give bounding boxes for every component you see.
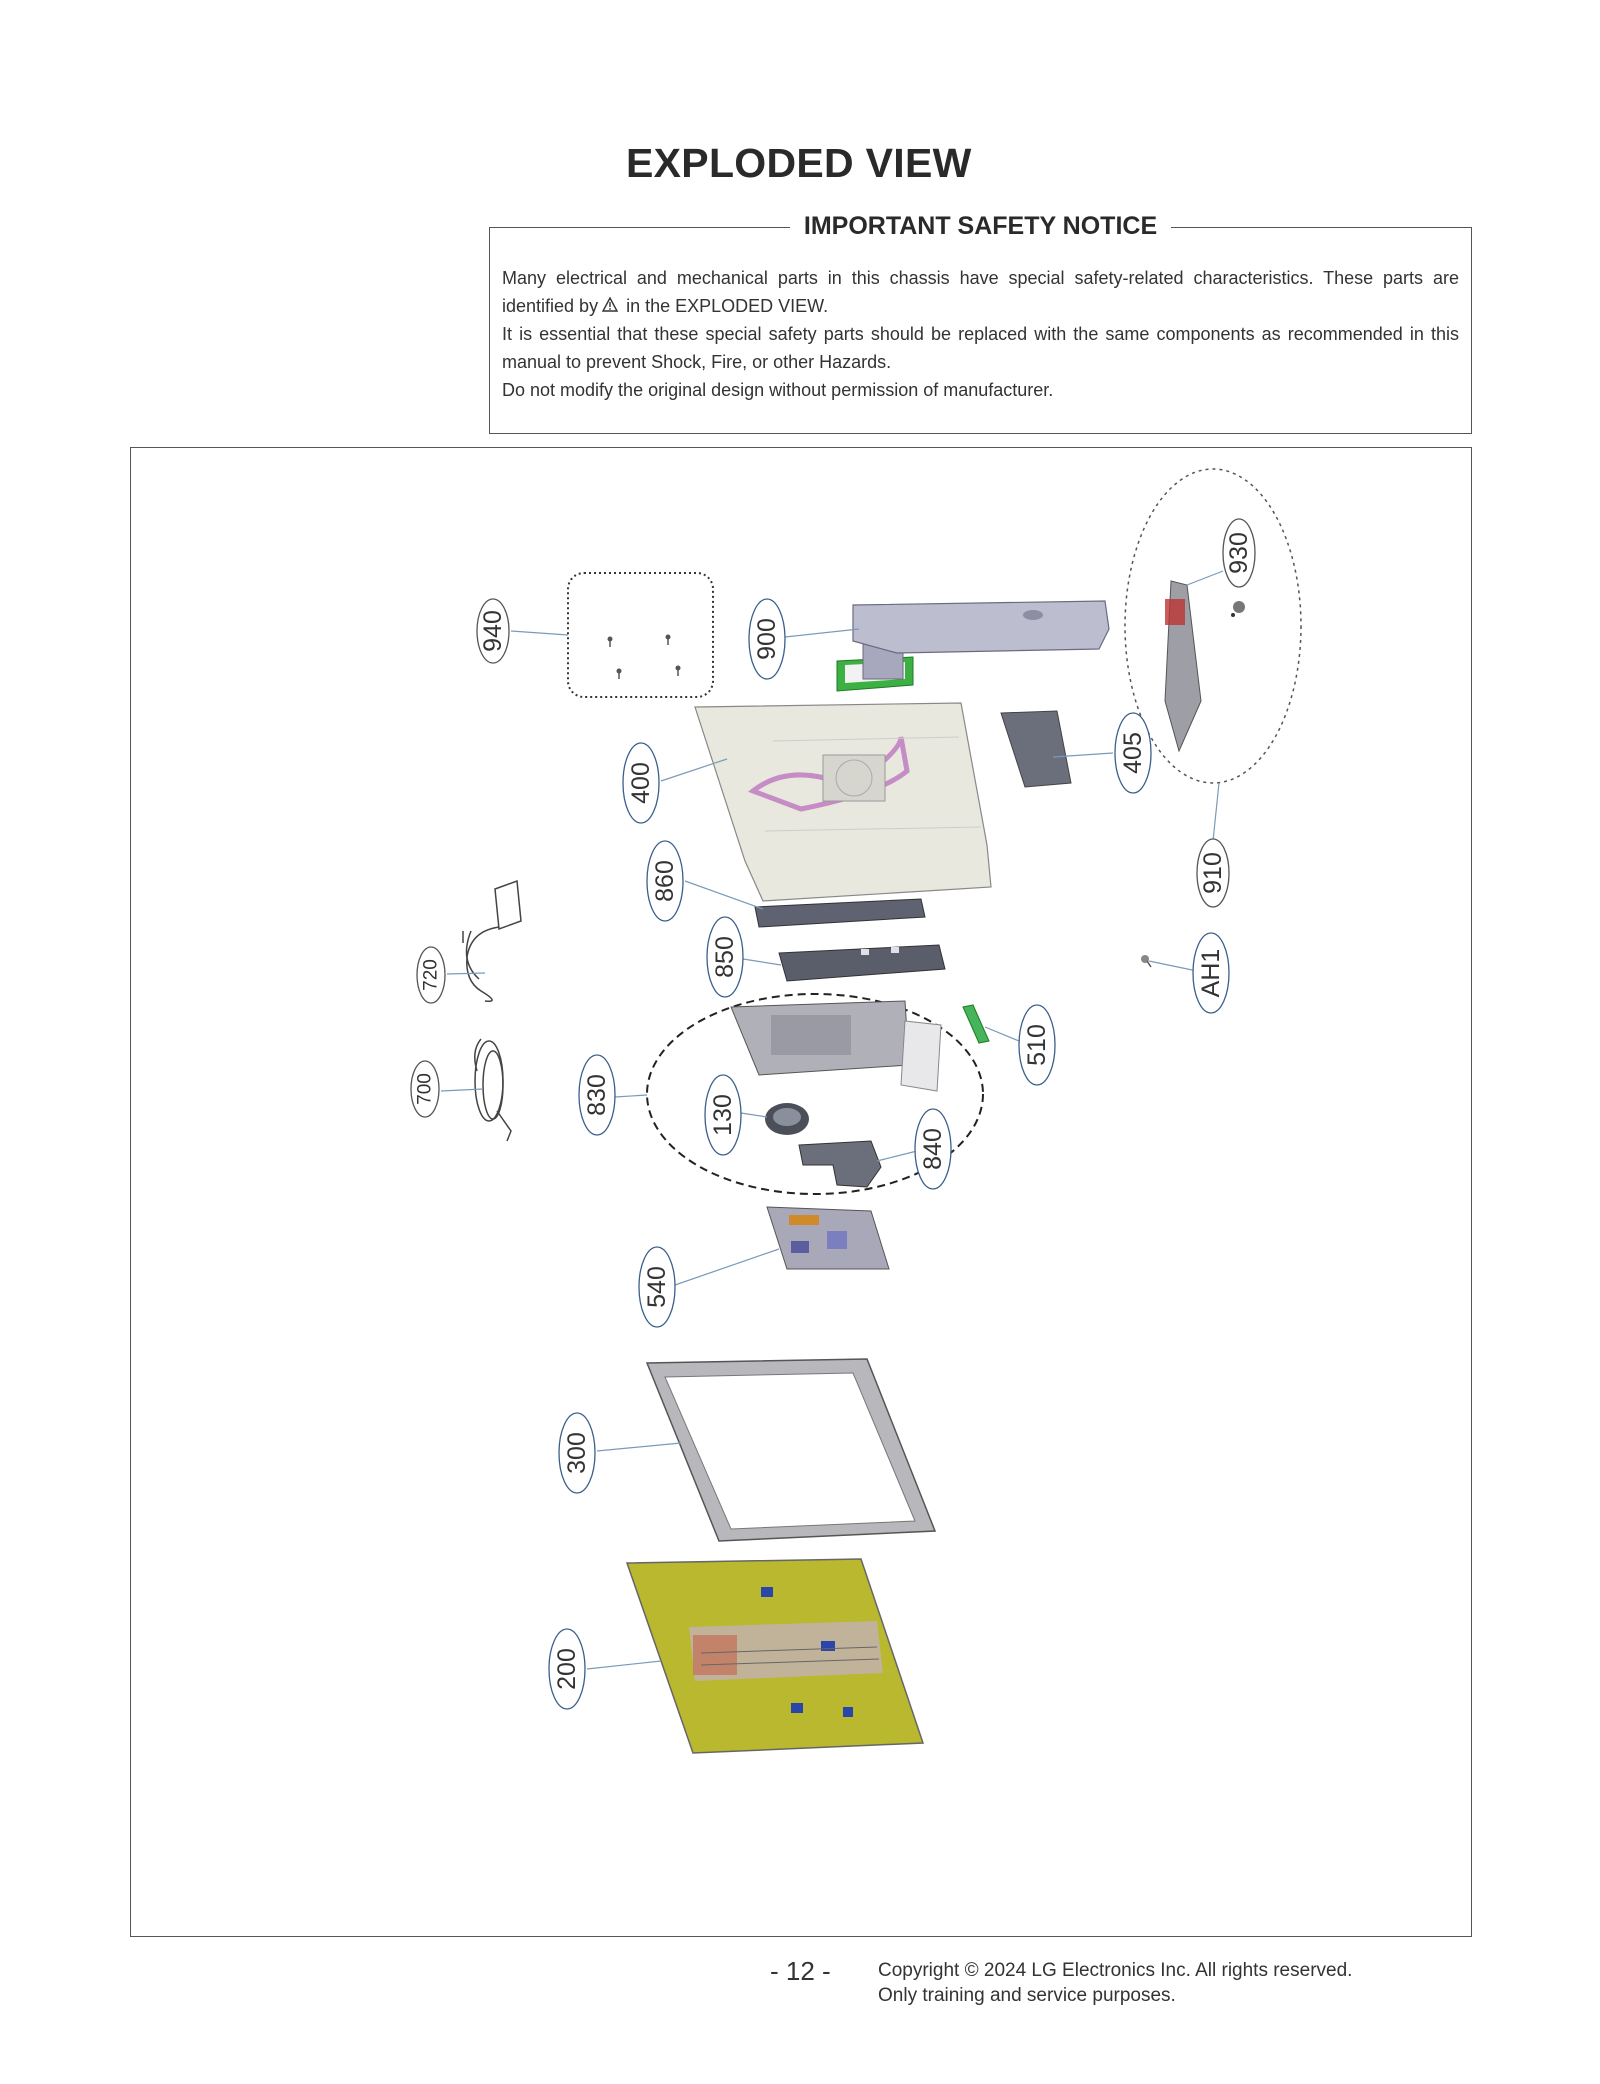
svg-text:700: 700: [415, 1073, 436, 1105]
screw-set-940: [607, 634, 681, 679]
main-frame-group-outline: [646, 993, 984, 1195]
bracket-850: [778, 944, 946, 982]
svg-text:510: 510: [1023, 1024, 1051, 1066]
svg-text:400: 400: [627, 762, 655, 804]
svg-text:300: 300: [563, 1432, 591, 1474]
cable-cover-group-outline: [1124, 468, 1302, 784]
svg-text:930: 930: [1225, 532, 1253, 574]
button-board-510: [962, 1004, 990, 1044]
page-number: - 12 -: [770, 1956, 831, 1986]
speaker-130: [765, 1103, 809, 1135]
callout-405: 405: [1114, 712, 1152, 794]
svg-text:130: 130: [709, 1094, 737, 1136]
bracket-860: [754, 898, 926, 928]
safety-notice-title: IMPORTANT SAFETY NOTICE: [490, 212, 1471, 241]
callout-860: 860: [646, 840, 684, 922]
safety-notice-line2: It is essential that these special safet…: [502, 324, 1459, 372]
safety-notice-line1: Many electrical and mechanical parts in …: [502, 264, 1459, 320]
safety-notice-body: Many electrical and mechanical parts in …: [502, 264, 1459, 404]
screw-AH1: [1141, 955, 1152, 968]
svg-text:910: 910: [1199, 852, 1227, 894]
safety-notice-box: IMPORTANT SAFETY NOTICE Many electrical …: [489, 212, 1472, 434]
svg-text:940: 940: [479, 610, 507, 652]
callout-930: 930: [1222, 518, 1256, 588]
copyright-line-1: Copyright © 2024 LG Electronics Inc. All…: [878, 1960, 1353, 1981]
svg-text:830: 830: [583, 1074, 611, 1116]
power-adapter-720: [462, 879, 522, 1003]
page-title: EXPLODED VIEW: [626, 140, 972, 186]
main-frame-830: [730, 1000, 942, 1092]
callout-840: 840: [914, 1108, 952, 1190]
callout-940: 940: [476, 598, 510, 664]
svg-text:860: 860: [651, 860, 679, 902]
rear-door-405: [1000, 710, 1072, 788]
svg-text:720: 720: [421, 959, 442, 991]
callout-400: 400: [622, 742, 660, 824]
copyright-line-2: Only training and service purposes.: [878, 1985, 1176, 2006]
callout-AH1: AH1: [1192, 932, 1230, 1014]
cable-cover-930: [1164, 580, 1245, 753]
callout-200: 200: [548, 1628, 586, 1710]
middle-frame-300: [645, 1358, 937, 1542]
callout-130: 130: [704, 1074, 742, 1156]
callout-700: 700: [410, 1060, 440, 1118]
callout-300: 300: [558, 1412, 596, 1494]
svg-text:900: 900: [753, 618, 781, 660]
svg-text:540: 540: [643, 1266, 671, 1308]
safety-notice-line3: Do not modify the original design withou…: [502, 380, 1054, 400]
callout-540: 540: [638, 1246, 676, 1328]
main-board-540: [766, 1206, 890, 1270]
warning-triangle-icon: [601, 292, 619, 320]
exploded-view-diagram: 940 900 930 400 405 910 860 850 720 AH1 …: [130, 447, 1472, 1937]
leader-lines: [440, 570, 1224, 1670]
copyright-notice: Copyright © 2024 LG Electronics Inc. All…: [878, 1958, 1352, 2008]
callout-830: 830: [578, 1054, 616, 1136]
screw-group-outline: [567, 572, 714, 698]
shield-840: [798, 1140, 882, 1188]
callout-900: 900: [748, 598, 786, 680]
power-cord-700: [474, 1038, 512, 1142]
exploded-view-drawing: 940 900 930 400 405 910 860 850 720 AH1 …: [410, 468, 1302, 1754]
svg-text:AH1: AH1: [1197, 949, 1225, 998]
back-cover-400: [694, 702, 992, 902]
svg-text:405: 405: [1119, 732, 1147, 774]
display-panel-200: [625, 1558, 925, 1754]
callout-720: 720: [416, 946, 446, 1004]
callout-850: 850: [706, 916, 744, 998]
svg-text:200: 200: [553, 1648, 581, 1690]
svg-text:840: 840: [919, 1128, 947, 1170]
callout-910: 910: [1196, 838, 1230, 908]
svg-text:850: 850: [711, 936, 739, 978]
stand-arm-900: [836, 600, 1110, 692]
callout-510: 510: [1018, 1004, 1056, 1086]
